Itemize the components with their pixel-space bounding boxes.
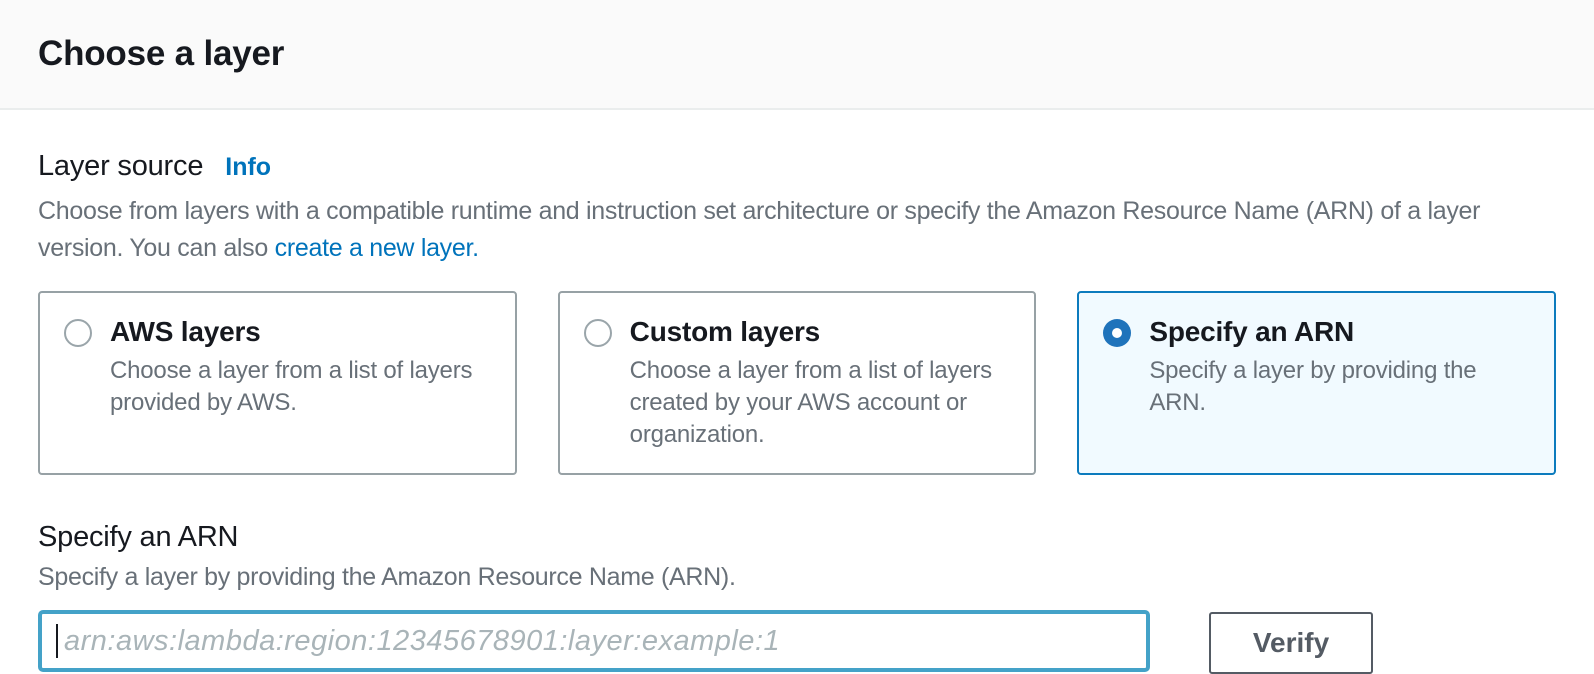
arn-input-row: Verify — [38, 610, 1556, 674]
tile-aws-layers-content: AWS layers Choose a layer from a list of… — [110, 315, 491, 451]
layer-source-tiles: AWS layers Choose a layer from a list of… — [38, 291, 1557, 475]
tile-aws-layers-description: Choose a layer from a list of layers pro… — [110, 357, 473, 416]
radio-unchecked-icon[interactable] — [583, 319, 612, 347]
tile-aws-layers-title: AWS layers — [110, 316, 261, 347]
radio-checked-icon[interactable] — [1103, 319, 1132, 347]
arn-input-wrap — [38, 610, 1150, 672]
create-new-layer-link[interactable]: create a new layer. — [274, 234, 479, 262]
tile-custom-layers-title: Custom layers — [629, 316, 821, 347]
layer-source-description-line1: Choose from layers with a compatible run… — [38, 197, 1481, 225]
panel-title: Choose a layer — [38, 34, 285, 73]
text-cursor — [56, 624, 58, 658]
specify-arn-section-description: Specify a layer by providing the Amazon … — [38, 563, 736, 591]
specify-arn-section-title: Specify an ARN — [38, 521, 239, 553]
panel-header: Choose a layer — [0, 0, 1594, 110]
verify-button[interactable]: Verify — [1209, 612, 1373, 674]
tile-custom-layers[interactable]: Custom layers Choose a layer from a list… — [557, 291, 1037, 475]
radio-unchecked-icon[interactable] — [64, 319, 92, 347]
info-link[interactable]: Info — [225, 153, 272, 181]
tile-specify-an-arn-description: Specify a layer by providing the ARN. — [1149, 357, 1477, 416]
layer-source-description-line2-text: version. You can also — [38, 234, 275, 262]
tile-custom-layers-content: Custom layers Choose a layer from a list… — [630, 315, 1011, 451]
layer-source-description: Choose from layers with a compatible run… — [38, 193, 1556, 267]
tile-specify-an-arn-content: Specify an ARN Specify a layer by provid… — [1149, 315, 1530, 451]
arn-input[interactable] — [38, 610, 1150, 672]
layer-source-label: Layer source — [38, 150, 204, 182]
tile-specify-an-arn[interactable]: Specify an ARN Specify a layer by provid… — [1077, 291, 1557, 475]
tile-custom-layers-description: Choose a layer from a list of layers cre… — [629, 357, 992, 448]
tile-aws-layers[interactable]: AWS layers Choose a layer from a list of… — [38, 291, 517, 475]
tile-specify-an-arn-title: Specify an ARN — [1149, 316, 1355, 347]
layer-source-description-line2: version. You can also create a new layer… — [38, 230, 1556, 267]
layer-source-label-row: Layer source Info — [38, 150, 1556, 183]
panel-body: Layer source Info Choose from layers wit… — [0, 150, 1594, 674]
